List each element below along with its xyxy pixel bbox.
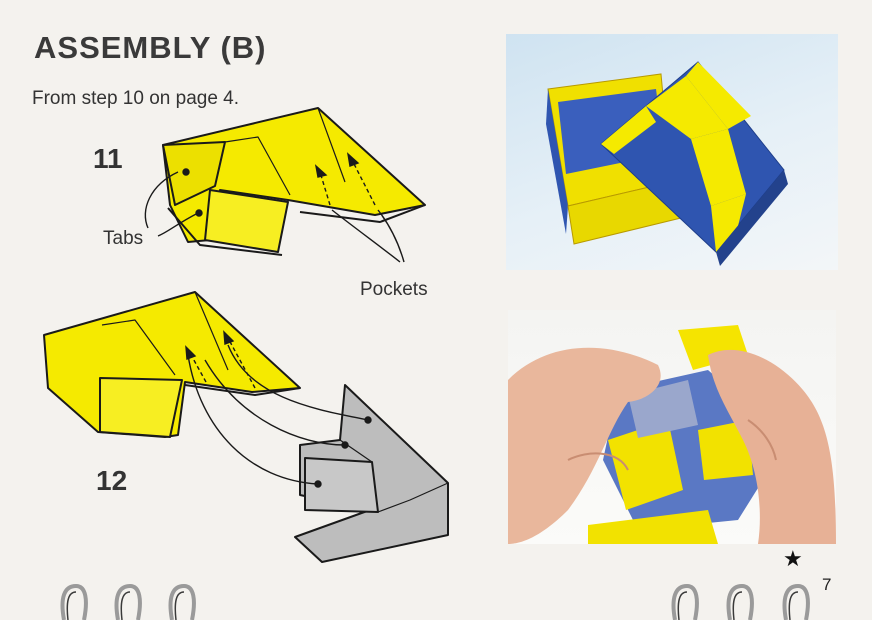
star-icon: ★	[783, 546, 803, 571]
spiral-binding	[60, 583, 810, 620]
photo-finished-box	[506, 34, 838, 270]
pockets-label: Pockets	[360, 279, 428, 300]
photo-hands-assembling	[508, 310, 836, 544]
step11-yellow-piece	[162, 107, 426, 256]
assembly-diagram: 11 12 Tabs Pockets	[43, 107, 449, 563]
page-subtitle: From step 10 on page 4.	[32, 88, 240, 109]
step12-arrows	[185, 330, 372, 488]
step11-pocket-arrows	[144, 152, 405, 263]
step11-number: 11	[93, 143, 123, 174]
tabs-label: Tabs	[103, 228, 143, 249]
step12-yellow-piece	[43, 291, 301, 438]
step12-gray-piece	[294, 384, 449, 563]
step12-number: 12	[96, 465, 127, 496]
page-title: ASSEMBLY (B)	[34, 30, 267, 65]
page-number: 7	[822, 575, 832, 594]
